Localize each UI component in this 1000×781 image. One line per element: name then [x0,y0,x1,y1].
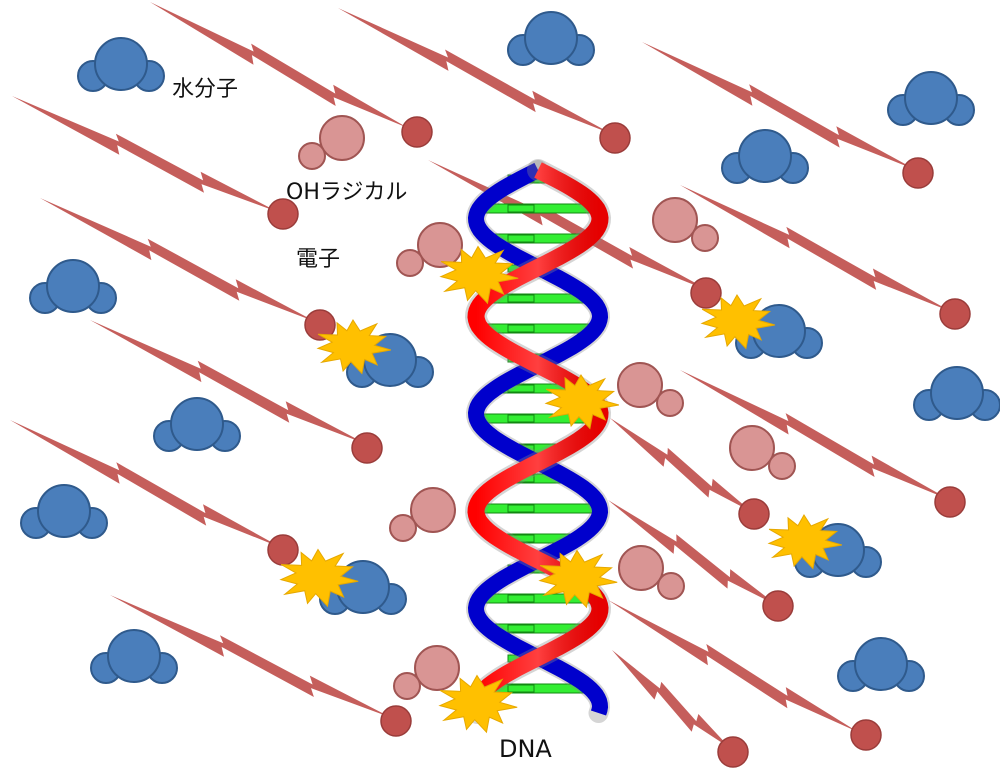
electron-track-icon [680,185,952,312]
electron-icon [267,198,299,230]
electrons [267,116,971,768]
impact-burst-icon [700,294,776,350]
electron-icon [934,486,966,518]
impact-burst-icon [438,674,518,734]
base-pair-icon [507,234,535,243]
water-molecule-icon [346,333,434,388]
electron-track-icon [680,370,950,500]
electron-track-icon [612,650,730,748]
electron-icon [690,277,722,309]
electron-icon [304,309,336,341]
dna-strand-blue [467,162,609,716]
oh-radical-icon [396,222,463,277]
electron-icon [939,298,971,330]
electron-track-icon [150,2,408,128]
impact-burst-icon [544,374,620,430]
electron-track-icon [110,595,392,718]
base-pair-icon [507,594,535,603]
electron-icon [351,432,383,464]
oh-radical-icon [618,545,685,600]
electron-icon [738,498,770,530]
oh-radical-icon [652,197,719,252]
impact-burst-icon [767,514,843,570]
electron-icon [401,116,433,148]
impact-burst-icon [439,245,519,305]
electron-icon [267,534,299,566]
electron-icon [599,122,631,154]
impact-bursts [279,245,843,734]
electron-track-icon [610,418,752,512]
electron-icon [850,719,882,751]
oh-radical-icon [389,487,456,542]
dna-helix [464,159,612,724]
strand-highlight [467,162,609,716]
water-molecule-icon [735,304,823,359]
electron-icon [902,157,934,189]
oh-radical-icon [729,425,796,480]
impact-burst-icon [279,548,359,608]
electron-track-icon [40,198,316,322]
base-pair-icon [507,414,535,423]
electron-icon [762,590,794,622]
base-pair-icon [507,504,535,513]
electron-track-icon [12,96,278,212]
water-molecule-icon [77,37,165,92]
electron-track-icon [608,500,778,606]
base-pair-icon [471,503,605,514]
electron-track-icon [338,8,612,134]
water-molecule-icon [90,629,178,684]
electron-track-icon [642,42,916,170]
electron-icon [380,705,412,737]
water-molecule-icon [837,637,925,692]
water-molecule-icon [507,11,595,66]
electron-track-icon [10,420,282,548]
water-molecule-icon [153,397,241,452]
base-pair-icon [507,624,535,633]
base-pair-icon [507,204,535,213]
oh-radicals [298,115,796,700]
base-pair-icon [507,294,535,303]
impact-burst-icon [538,549,618,609]
water-label: 水分子 [172,77,238,102]
water-molecule-icon [29,259,117,314]
dna-label: DNA [499,735,552,763]
electron-track-icon [90,320,366,444]
base-pair-icon [507,324,535,333]
base-pair-icon [507,684,535,693]
electron-icon [717,736,749,768]
oh-radical-icon [298,115,365,170]
water-molecule-icon [913,366,1000,421]
water-molecule-icon [20,484,108,539]
oh-radical-label: OHラジカル [286,180,407,205]
electron-track-icon [608,600,858,732]
oh-radical-icon [393,645,460,700]
electron-label: 電子 [296,247,340,272]
impact-burst-icon [316,319,392,375]
water-molecule-icon [721,129,809,184]
water-molecule-icon [887,71,975,126]
water-molecules [20,11,1000,692]
oh-radical-icon [617,362,684,417]
